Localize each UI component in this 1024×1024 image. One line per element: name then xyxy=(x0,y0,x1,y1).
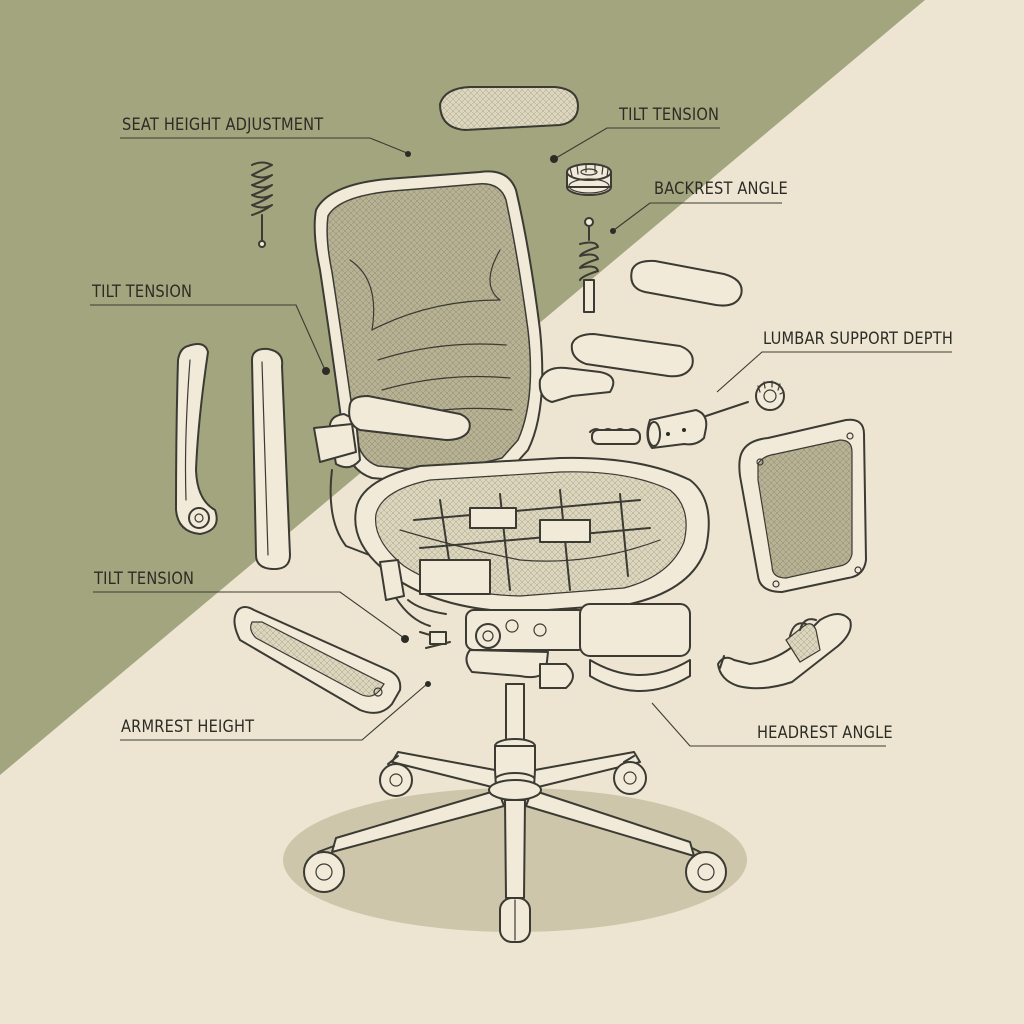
tilt-gear-part xyxy=(566,163,612,196)
callout-headrest-angle: HEADREST ANGLE xyxy=(757,723,893,743)
lumbar-adjuster-part xyxy=(589,380,785,449)
leader-lines xyxy=(90,127,952,747)
callout-tilt-tension-lower: TILT TENSION xyxy=(94,569,195,589)
callout-tilt-tension-top: TILT TENSION xyxy=(619,105,720,125)
callout-backrest-angle: BACKREST ANGLE xyxy=(654,179,788,199)
callout-lumbar-support-depth: LUMBAR SUPPORT DEPTH xyxy=(763,329,954,349)
seat-height-spring-part xyxy=(251,161,273,248)
caster-back-right xyxy=(613,755,647,795)
callout-tilt-tension-left: TILT TENSION xyxy=(92,282,193,302)
armrest-pad-right-top xyxy=(630,259,743,307)
seat-pad-part xyxy=(438,86,580,132)
caster-front-right xyxy=(685,847,727,893)
backrest-angle-spring-part xyxy=(579,217,599,313)
callout-armrest-height: ARMREST HEIGHT xyxy=(121,717,255,737)
five-star-base xyxy=(331,751,695,899)
headrest-bracket-part xyxy=(717,613,852,690)
callout-seat-height-adjustment: SEAT HEIGHT ADJUSTMENT xyxy=(122,115,324,135)
caster-back-left xyxy=(379,755,413,797)
armrest-right-assembly xyxy=(538,333,694,403)
arm-pad-vertical xyxy=(251,347,291,571)
headrest-panel-part xyxy=(738,418,867,593)
armrest-left-assembly xyxy=(313,395,471,557)
caster-front-left xyxy=(303,845,345,893)
arm-bracket-left xyxy=(175,343,218,535)
tilt-mechanism xyxy=(379,559,691,692)
caster-front-center xyxy=(499,897,531,943)
lumbar-frame-left xyxy=(233,606,402,714)
caster-wheels xyxy=(303,755,727,943)
